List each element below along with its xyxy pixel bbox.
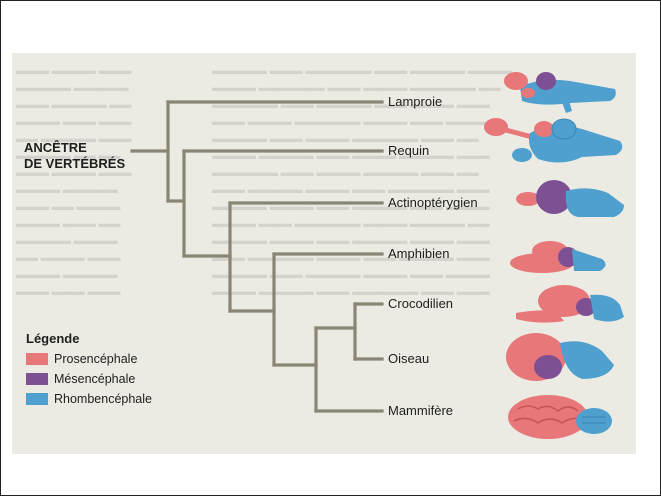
taxon-label-mammifere: Mammifère bbox=[388, 403, 453, 418]
brain-requin-image bbox=[482, 115, 628, 171]
legend-label: Prosencéphale bbox=[54, 352, 137, 366]
brain-lamproie-image bbox=[500, 67, 622, 117]
root-label-line1: ANCÊTRE bbox=[24, 140, 125, 156]
brain-mammifere-image bbox=[502, 391, 626, 443]
root-label: ANCÊTRE DE VERTÉBRÉS bbox=[24, 140, 125, 172]
legend-item-prosencephale: Prosencéphale bbox=[26, 349, 152, 369]
legend-item-mesencephale: Mésencéphale bbox=[26, 369, 152, 389]
taxon-label-amphibien: Amphibien bbox=[388, 246, 449, 261]
taxon-label-oiseau: Oiseau bbox=[388, 351, 429, 366]
root-label-line2: DE VERTÉBRÉS bbox=[24, 156, 125, 172]
legend-swatch-rhombencephale bbox=[26, 393, 48, 405]
legend-swatch-mesencephale bbox=[26, 373, 48, 385]
taxon-label-crocodilien: Crocodilien bbox=[388, 296, 453, 311]
legend: Légende Prosencéphale Mésencéphale Rhomb… bbox=[26, 331, 152, 409]
taxon-label-lamproie: Lamproie bbox=[388, 94, 442, 109]
legend-swatch-prosencephale bbox=[26, 353, 48, 365]
figure-photo: ▬▬▬ ▬▬▬▬ ▬▬▬▬▬▬▬▬ ▬▬▬▬▬▬▬▬ ▬▬▬▬▬ ▬▬▬▬▬▬ … bbox=[12, 53, 636, 454]
brain-oiseau-image bbox=[502, 329, 622, 387]
taxon-label-actinopterygien: Actinoptérygien bbox=[388, 195, 478, 210]
legend-title: Légende bbox=[26, 331, 152, 346]
legend-label: Rhombencéphale bbox=[54, 392, 152, 406]
brain-amphibien-image bbox=[506, 237, 614, 279]
legend-label: Mésencéphale bbox=[54, 372, 135, 386]
legend-item-rhombencephale: Rhombencéphale bbox=[26, 389, 152, 409]
brain-crocodilien-image bbox=[508, 283, 628, 331]
taxon-label-requin: Requin bbox=[388, 143, 429, 158]
brain-actinopterygien-image bbox=[508, 177, 628, 225]
